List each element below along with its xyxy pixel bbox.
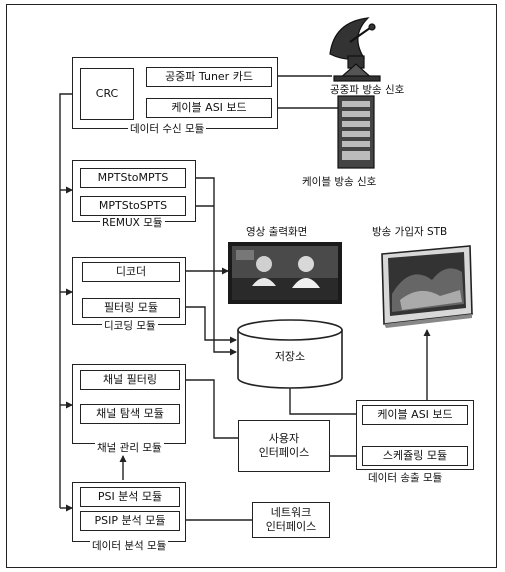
psi-analysis-box: PSI 분석 모듈	[80, 487, 180, 507]
cable-asi-board-receive-label: 케이블 ASI 보드	[171, 101, 247, 114]
filtering-module-box: 필터링 모듈	[82, 298, 180, 318]
decoding-module-caption: 디코딩 모듈	[102, 320, 158, 332]
psip-analysis-box: PSIP 분석 모듈	[80, 511, 180, 531]
storage-label: 저장소	[274, 350, 306, 363]
terrestrial-signal-label: 공중파 방송 신호	[328, 84, 407, 96]
decoder-box: 디코더	[82, 262, 180, 282]
video-output-screen	[228, 242, 342, 304]
cable-asi-board-receive: 케이블 ASI 보드	[146, 98, 272, 118]
user-interface-box: 사용자 인터페이스	[238, 420, 330, 472]
network-interface-label: 네트워크 인터페이스	[265, 506, 317, 533]
scheduling-module-box: 스케쥴링 모듈	[362, 446, 468, 466]
mpts-to-mpts-box: MPTStoMPTS	[80, 168, 186, 188]
crc-box: CRC	[80, 68, 134, 120]
mpts-to-mpts-label: MPTStoMPTS	[97, 171, 169, 184]
network-interface-box: 네트워크 인터페이스	[252, 502, 330, 538]
channel-filtering-label: 채널 필터링	[102, 373, 158, 386]
satellite-dish-icon	[329, 17, 381, 82]
diagram-frame	[6, 4, 497, 568]
decoder-label: 디코더	[115, 265, 147, 278]
crc-label: CRC	[95, 87, 119, 100]
arrow-filter-to-storage	[180, 306, 237, 344]
video-output-label: 영상 출력화면	[244, 226, 310, 238]
mpts-to-spts-box: MPTStoSPTS	[80, 196, 186, 216]
channel-filtering-box: 채널 필터링	[80, 370, 180, 390]
channel-search-label: 채널 탐색 모듈	[96, 407, 164, 420]
channel-module-caption: 채널 관리 모듈	[95, 442, 164, 454]
cable-asi-board-transmit-label: 케이블 ASI 보드	[377, 408, 453, 421]
storage-cylinder	[237, 319, 343, 389]
analysis-module-caption: 데이터 분석 모듈	[90, 540, 169, 552]
cable-asi-board-transmit: 케이블 ASI 보드	[362, 405, 468, 425]
receive-module-caption: 데이터 수신 모듈	[128, 123, 207, 135]
mpts-to-spts-label: MPTStoSPTS	[98, 199, 168, 212]
filtering-module-label: 필터링 모듈	[103, 301, 159, 314]
psip-analysis-label: PSIP 분석 모듈	[94, 514, 166, 527]
tv-screen-icon	[381, 245, 473, 328]
equipment-rack-icon	[337, 95, 375, 169]
psi-analysis-label: PSI 분석 모듈	[97, 490, 163, 503]
cable-signal-label: 케이블 방송 신호	[300, 176, 379, 188]
arrow-storage-to-transmit	[289, 386, 363, 418]
subscriber-stb-label: 방송 가입자 STB	[370, 226, 450, 238]
channel-search-box: 채널 탐색 모듈	[80, 404, 180, 424]
remux-module-caption: REMUX 모듈	[100, 217, 165, 229]
scheduling-module-label: 스케쥴링 모듈	[382, 449, 448, 462]
terrestrial-tuner-card-label: 공중파 Tuner 카드	[165, 70, 253, 83]
arrow-ui-to-channel	[179, 376, 238, 439]
user-interface-label: 사용자 인터페이스	[258, 432, 310, 459]
transmit-module-caption: 데이터 송출 모듈	[366, 472, 445, 484]
terrestrial-tuner-card: 공중파 Tuner 카드	[146, 67, 272, 87]
remux-tap-1	[196, 177, 237, 356]
